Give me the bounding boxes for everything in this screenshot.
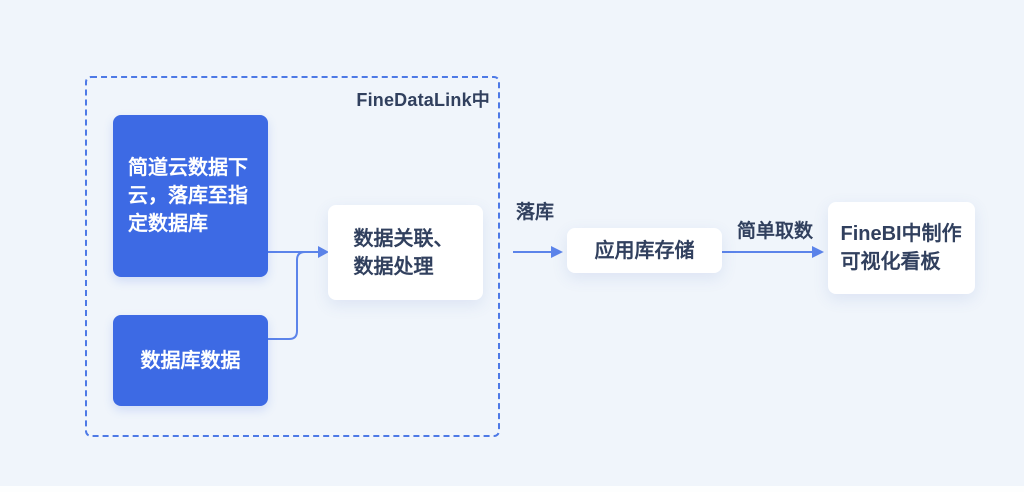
node-jiandaoyun-source: 简道云数据下云，落库至指定数据库 [113, 115, 268, 277]
node-finebi-dashboard-label: FineBI中制作可视化看板 [840, 223, 962, 273]
edge-label-jiandan-qushu: 简单取数 [737, 221, 814, 242]
arrowhead-finebi-icon [812, 246, 824, 258]
node-database-source-label: 数据库数据 [140, 349, 241, 372]
node-finebi-dashboard: FineBI中制作可视化看板 [828, 202, 975, 294]
node-jiandaoyun-source-label: 简道云数据下云，落库至指定数据库 [128, 157, 248, 235]
node-database-source: 数据库数据 [113, 315, 268, 406]
node-app-db-storage: 应用库存储 [567, 228, 722, 273]
node-app-db-storage-label: 应用库存储 [594, 239, 695, 262]
page-bottom-edge [0, 486, 1024, 492]
finedatalink-group-label: FineDataLink中 [356, 90, 490, 110]
node-data-processing-label: 数据关联、数据处理 [353, 227, 454, 278]
node-data-processing: 数据关联、数据处理 [328, 205, 483, 300]
edge-label-luoku: 落库 [516, 202, 555, 223]
finedatalink-group-border: FineDataLink中 [85, 76, 500, 437]
arrowhead-storage-icon [551, 246, 563, 258]
